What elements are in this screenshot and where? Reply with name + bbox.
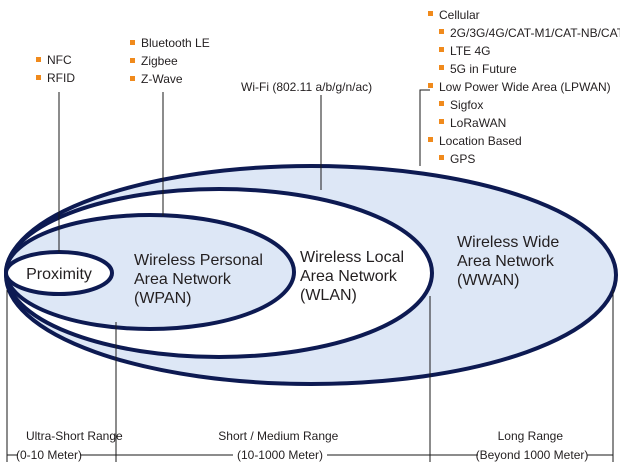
- range-label-line: (0-10 Meter): [16, 448, 82, 462]
- range-label-line: Short / Medium Range: [218, 429, 338, 443]
- wlan-label-line: (WLAN): [300, 287, 357, 304]
- wlan-label-line: Area Network: [300, 268, 398, 285]
- bullet-icon: [130, 40, 135, 45]
- list-item: 5G in Future: [450, 62, 517, 76]
- wwan-label-line: Area Network: [457, 253, 555, 270]
- list-item: Bluetooth LE: [141, 36, 210, 50]
- wwan-label: Wireless Wide Area Network (WWAN): [457, 234, 564, 289]
- list-item: NFC: [47, 53, 72, 67]
- bullet-icon: [428, 83, 433, 88]
- list-item: Sigfox: [450, 98, 483, 112]
- proximity-tech-list: NFC RFID: [36, 53, 75, 85]
- long-range-label: Long Range (Beyond 1000 Meter): [476, 429, 589, 462]
- wifi-label: Wi-Fi (802.11 a/b/g/n/ac): [241, 80, 372, 94]
- bullet-icon: [439, 101, 444, 106]
- list-item: Zigbee: [141, 54, 178, 68]
- short-medium-range-label: Short / Medium Range (10-1000 Meter): [218, 429, 341, 462]
- list-item: LTE 4G: [450, 44, 490, 58]
- wwan-tech-list: Cellular 2G/3G/4G/CAT-M1/CAT-NB/CAT1 LTE…: [428, 8, 620, 166]
- list-item: GPS: [450, 152, 475, 166]
- bullet-icon: [439, 155, 444, 160]
- list-item: 2G/3G/4G/CAT-M1/CAT-NB/CAT1: [450, 26, 620, 40]
- bullet-icon: [439, 119, 444, 124]
- bullet-icon: [428, 11, 433, 16]
- bullet-icon: [130, 76, 135, 81]
- list-item: RFID: [47, 71, 75, 85]
- wlan-label-line: Wireless Local: [300, 249, 404, 266]
- bullet-icon: [439, 47, 444, 52]
- list-item: Cellular: [439, 8, 480, 22]
- bullet-icon: [36, 75, 41, 80]
- list-item: Z-Wave: [141, 72, 183, 86]
- wwan-leader-line: [419, 89, 430, 166]
- range-label-line: (Beyond 1000 Meter): [476, 448, 589, 462]
- bullet-icon: [36, 57, 41, 62]
- bullet-icon: [130, 58, 135, 63]
- list-item: LoRaWAN: [450, 116, 506, 130]
- range-label-line: Long Range: [498, 429, 564, 443]
- bullet-icon: [428, 137, 433, 142]
- wwan-label-line: (WWAN): [457, 272, 520, 289]
- wpan-label: Wireless Personal Area Network (WPAN): [134, 252, 267, 307]
- range-label-line: (10-1000 Meter): [237, 448, 323, 462]
- list-item: Low Power Wide Area (LPWAN): [439, 80, 611, 94]
- list-item: Location Based: [439, 134, 522, 148]
- wpan-label-line: Wireless Personal: [134, 252, 263, 269]
- range-label-line: Ultra-Short Range: [26, 429, 123, 443]
- wwan-label-line: Wireless Wide: [457, 234, 559, 251]
- wpan-label-line: Area Network: [134, 271, 232, 288]
- bullet-icon: [439, 29, 444, 34]
- wpan-tech-list: Bluetooth LE Zigbee Z-Wave: [130, 36, 210, 86]
- bullet-icon: [439, 65, 444, 70]
- wpan-label-line: (WPAN): [134, 290, 191, 307]
- ultra-short-range-label: Ultra-Short Range (0-10 Meter): [16, 429, 126, 462]
- wlan-label: Wireless Local Area Network (WLAN): [300, 249, 408, 304]
- proximity-label: Proximity: [26, 266, 92, 283]
